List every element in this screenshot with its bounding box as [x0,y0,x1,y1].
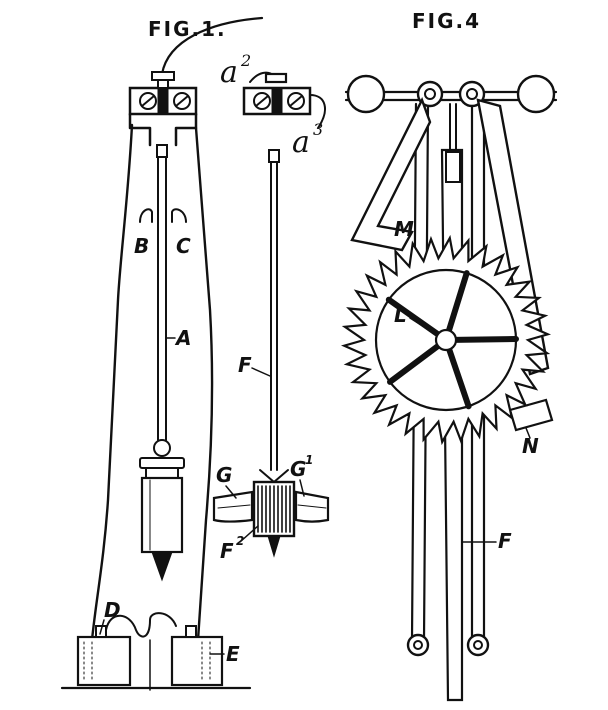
fig-middle-coil-tip [267,535,281,558]
label-f: F [238,353,252,377]
fig1-casing-left [90,123,134,642]
label-l: L [394,303,407,327]
fig1-terminal-divider [157,87,169,115]
fig1-cell-e [170,635,224,687]
fig4-wheel-spoke [444,338,470,408]
label-g1: G [290,457,306,481]
fig4-wheel-spoke [444,271,468,342]
fig4-title: FIG.4 [412,9,481,33]
label-m: M [394,217,414,241]
fig1-group: FIG.1. [60,16,264,691]
fig-middle-coil-windings [257,485,291,533]
label-a3: a [292,125,310,160]
fig4-ball-right [516,74,556,114]
label-a: A [174,326,191,350]
label-f-fig4: F [498,529,512,553]
fig1-cell-wire [105,612,177,638]
fig1-cell-d [76,635,132,687]
fig1-contact-c [171,208,187,223]
fig1-collar [145,467,179,479]
fig1-syringe-barrel [140,476,184,554]
label-a3-sup: 3 [313,120,323,139]
fig-middle-group: a 2 a 3 F [212,51,330,563]
fig-middle-coil-hanger [259,469,289,483]
fig-middle-wire-a3 [309,94,326,129]
fig4-group: FIG.4 M L N [340,9,558,702]
label-b: B [134,234,149,258]
fig-middle-binding-post [264,72,288,84]
fig1-title: FIG.1. [148,17,227,41]
fig4-wheel-spoke [388,338,448,384]
fig1-lead-wire [160,16,264,76]
fig1-contact-b [139,208,153,223]
label-a2: a [220,55,238,90]
fig4-pallet-m [350,96,432,252]
fig4-pallet-n [508,398,554,432]
label-c: C [176,234,191,258]
fig4-ball-left [346,74,386,114]
fig1-plunger-knob [153,439,171,457]
label-d: D [104,598,121,622]
fig4-wheel-spoke [444,337,518,342]
fig1-needle-tip [151,551,173,582]
label-n: N [522,434,539,458]
fig-middle-rod-cap [268,149,280,163]
label-e: E [226,642,240,666]
label-f2: F [220,539,234,563]
fig1-plunger-flange [139,457,185,469]
fig4-rod-cap [445,151,461,183]
label-a2-sup: 2 [240,51,251,70]
label-g: G [216,463,232,487]
fig1-casing-right [194,126,214,642]
label-g1-sup: 1 [305,453,313,467]
fig1-bracket [128,112,198,147]
fig1-binding-post [151,71,175,81]
fig4-wheel-hub [434,328,458,352]
fig4-wheel-spoke [387,298,448,342]
